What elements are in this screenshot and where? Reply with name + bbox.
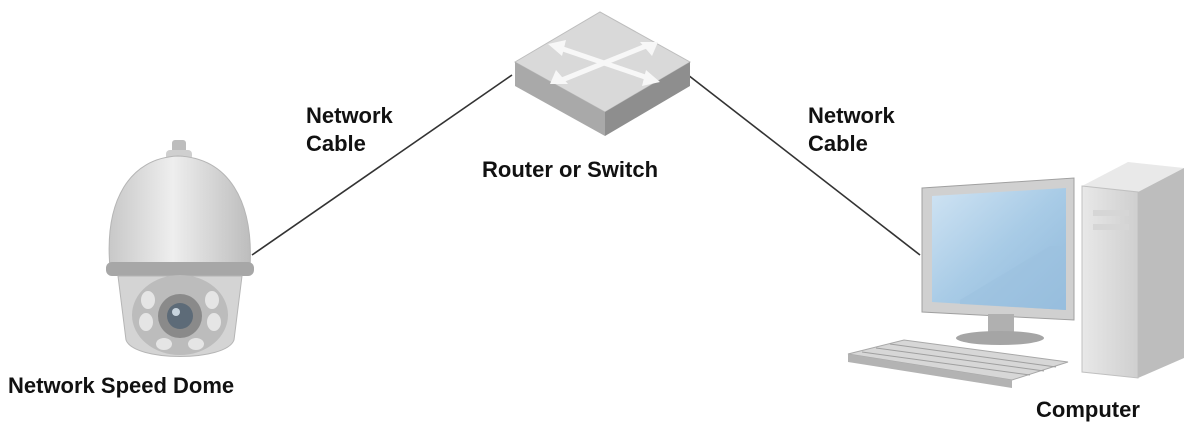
network-cable-left bbox=[251, 74, 513, 256]
network-cable-right-label: Network Cable bbox=[808, 102, 895, 158]
network-cable-right bbox=[687, 74, 921, 256]
cable-label-line2: Cable bbox=[808, 131, 868, 156]
desktop-computer-icon bbox=[847, 162, 1184, 388]
cable-label-line1: Network bbox=[306, 103, 393, 128]
network-cable-left-label: Network Cable bbox=[306, 102, 393, 158]
speed-dome-label: Network Speed Dome bbox=[8, 373, 235, 398]
router-switch-label: Router or Switch bbox=[482, 157, 659, 182]
router-switch-icon bbox=[513, 11, 692, 136]
cable-label-line2: Cable bbox=[306, 131, 366, 156]
computer-label: Computer bbox=[1036, 397, 1140, 422]
cable-label-line1: Network bbox=[808, 103, 895, 128]
speed-dome-camera-icon bbox=[106, 140, 254, 357]
